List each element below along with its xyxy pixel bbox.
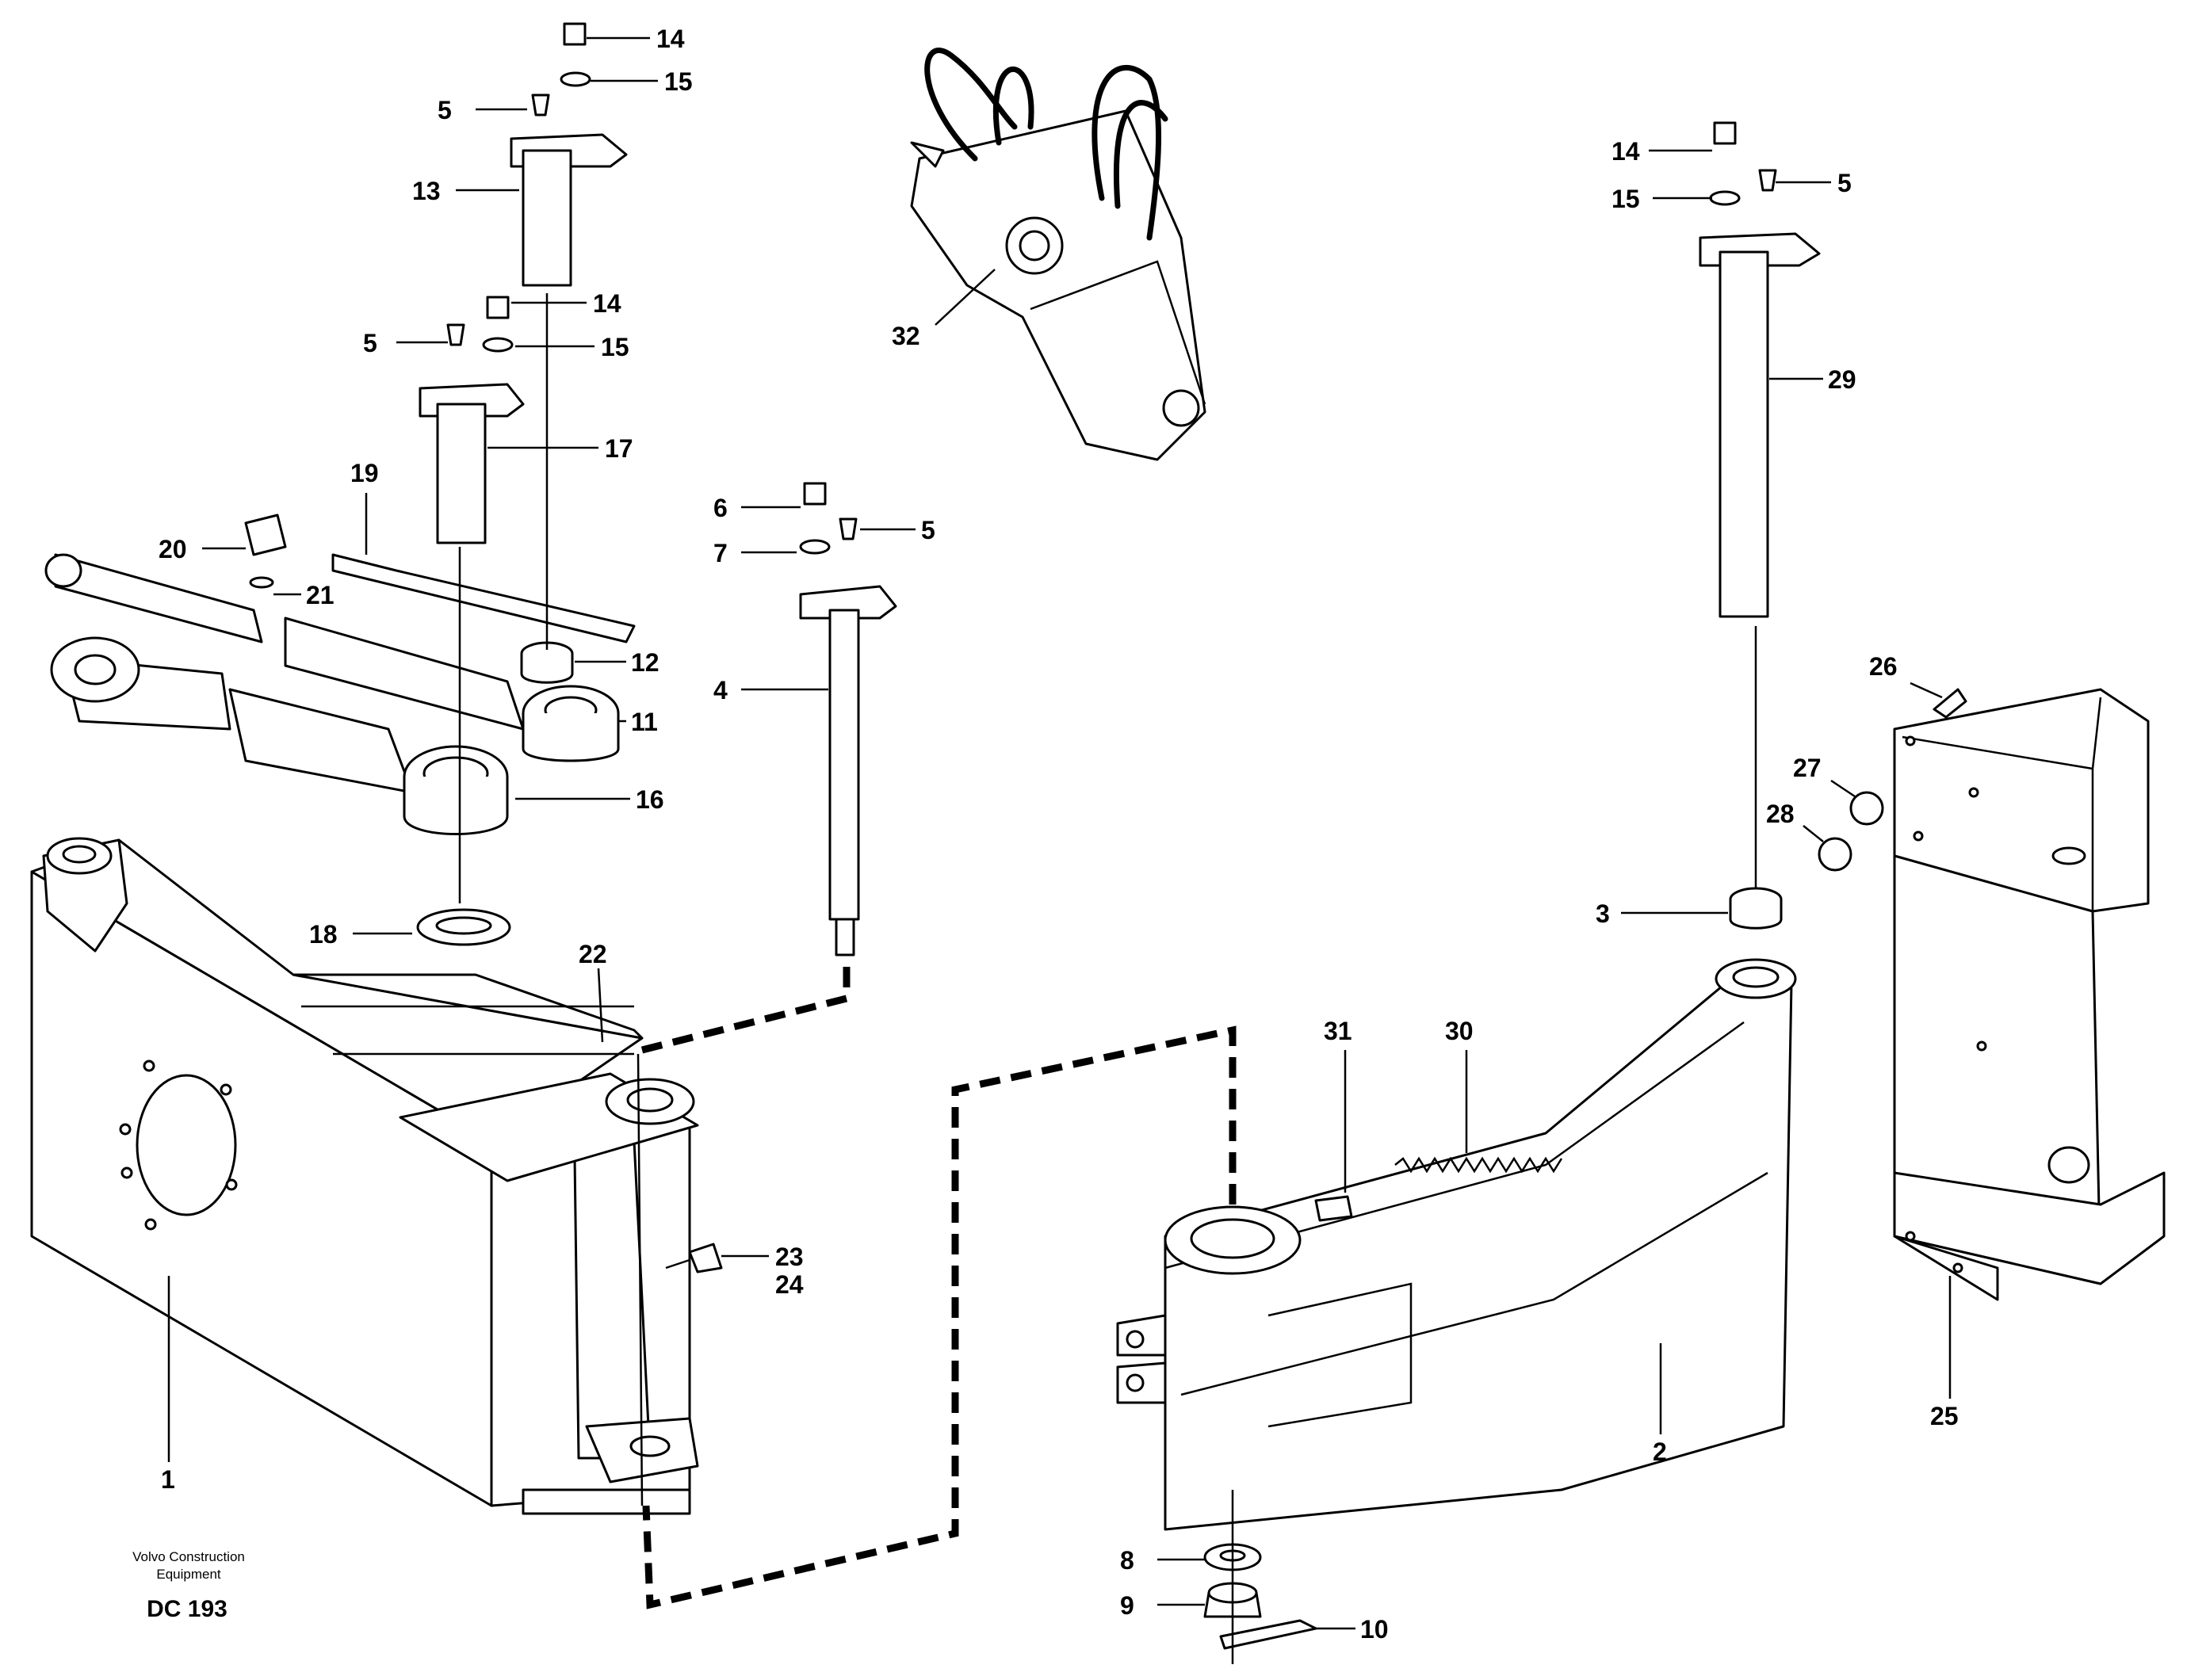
alignment-lines — [458, 293, 1757, 1664]
top-fasteners — [446, 22, 1777, 555]
callout-30: 30 — [1445, 1017, 1474, 1045]
bolt-part-23-24[interactable] — [665, 1243, 723, 1273]
cotter-pin-part-10[interactable] — [1219, 1619, 1317, 1650]
callout-5: 5 — [1837, 169, 1852, 197]
callout-15: 15 — [601, 333, 629, 361]
callout-29: 29 — [1828, 365, 1856, 394]
arm-part-2[interactable] — [1116, 958, 1797, 1531]
callout-17: 17 — [605, 434, 633, 463]
callout-15: 15 — [664, 67, 693, 96]
fitting-part-20-21[interactable] — [244, 514, 287, 589]
callout-4: 4 — [713, 676, 728, 704]
callout-21: 21 — [306, 581, 335, 609]
callout-5: 5 — [363, 329, 377, 357]
pin-part-13[interactable] — [510, 133, 628, 287]
callout-31: 31 — [1324, 1017, 1352, 1045]
washer-part-18[interactable] — [416, 908, 511, 946]
callout-10: 10 — [1360, 1615, 1389, 1644]
callout-26: 26 — [1869, 652, 1898, 681]
callout-18: 18 — [309, 920, 338, 949]
callout-9: 9 — [1120, 1591, 1134, 1620]
callout-28: 28 — [1766, 800, 1795, 828]
nut-part-27[interactable] — [1849, 791, 1884, 826]
callout-15: 15 — [1611, 185, 1640, 213]
callout-6: 6 — [713, 494, 728, 522]
callout-32: 32 — [892, 322, 920, 350]
bushing-part-3[interactable] — [1729, 887, 1783, 930]
callout-8: 8 — [1120, 1546, 1134, 1575]
frame-part-1[interactable] — [30, 837, 699, 1515]
spring-part-30[interactable] — [1394, 1156, 1563, 1174]
bolt-part-31[interactable] — [1314, 1195, 1353, 1222]
pin-part-17[interactable] — [419, 383, 525, 544]
pin-part-4[interactable] — [799, 585, 897, 956]
callout-13: 13 — [412, 177, 441, 205]
callout-1: 1 — [161, 1465, 175, 1494]
callout-16: 16 — [636, 785, 664, 814]
callout-2: 2 — [1653, 1438, 1667, 1466]
valve-block-part-32[interactable] — [910, 48, 1206, 461]
publisher-block: Volvo Construction Equipment DC 193 — [132, 1549, 245, 1622]
bracket-part-25[interactable] — [1893, 688, 2166, 1301]
callout-5: 5 — [438, 96, 452, 124]
callout-11: 11 — [631, 708, 658, 736]
callout-19: 19 — [350, 459, 379, 487]
callout-24: 24 — [775, 1270, 804, 1299]
callout-23: 23 — [775, 1243, 804, 1271]
callout-3: 3 — [1596, 899, 1610, 928]
callout-20: 20 — [159, 535, 187, 563]
cylinder-assembly[interactable] — [44, 553, 636, 835]
callout-14: 14 — [656, 25, 685, 53]
callout-22: 22 — [579, 940, 607, 968]
callouts: 14 15 5 13 14 5 15 17 19 20 21 12 11 16 … — [159, 25, 1959, 1644]
callout-5: 5 — [921, 516, 935, 544]
callout-25: 25 — [1930, 1402, 1959, 1430]
grease-nipple-part-26[interactable] — [1933, 688, 1967, 719]
pin-part-29[interactable] — [1699, 232, 1821, 618]
nut-part-28[interactable] — [1818, 837, 1852, 872]
callout-14: 14 — [593, 289, 621, 318]
callout-27: 27 — [1793, 754, 1822, 782]
callout-7: 7 — [713, 539, 728, 567]
publisher-line-2: Equipment — [156, 1567, 221, 1582]
drawing-code: DC 193 — [147, 1596, 227, 1622]
callout-12: 12 — [631, 648, 660, 677]
publisher-line-1: Volvo Construction — [132, 1549, 245, 1564]
callout-14: 14 — [1611, 137, 1640, 166]
